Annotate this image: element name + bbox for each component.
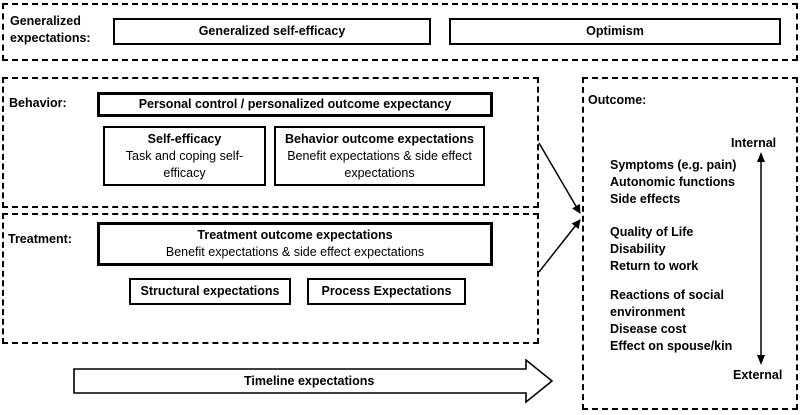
external-label: External	[733, 368, 783, 382]
outcome-item: Effect on spouse/kin	[610, 339, 733, 353]
behavior-label: Behavior:	[9, 96, 67, 110]
behavior-outcome-expectations-box: Behavior outcome expectations Benefit ex…	[274, 126, 485, 186]
outcome-item: Disease cost	[610, 322, 687, 336]
treatment-to-outcome-arrow	[538, 219, 581, 273]
outcome-item: Autonomic functions	[610, 175, 735, 189]
outcome-item: Symptoms (e.g. pain)	[610, 158, 737, 172]
treatment-outcome-subtitle: Benefit expectations & side effect expec…	[165, 245, 425, 259]
self-efficacy-subtitle: Task and coping self- efficacy	[125, 148, 244, 180]
timeline-arrow-shape	[73, 358, 554, 404]
outcome-label: Outcome:	[588, 93, 647, 107]
personal-control-text: Personal control / personalized outcome …	[138, 97, 452, 111]
axis-down-arrowhead	[757, 355, 765, 365]
timeline-expectations-label: Timeline expectations	[244, 374, 375, 388]
process-expectations-box: Process Expectations	[307, 278, 466, 305]
outcome-item: Side effects	[610, 192, 681, 206]
treatment-outcome-expectations-box: Treatment outcome expectations Benefit e…	[97, 222, 493, 266]
treatment-label: Treatment:	[8, 232, 72, 246]
outcome-item: environment	[610, 305, 686, 319]
outcome-group-symptoms: Symptoms (e.g. pain) Autonomic functions…	[610, 157, 736, 208]
outcome-item: Reactions of social	[610, 288, 724, 302]
generalized-expectations-label: Generalized expectations:	[10, 14, 91, 45]
outcome-item: Disability	[610, 242, 666, 256]
treatment-section	[2, 213, 539, 344]
optimism-box: Optimism	[449, 18, 781, 45]
optimism-text: Optimism	[586, 24, 644, 38]
personal-control-box: Personal control / personalized outcome …	[97, 92, 493, 117]
internal-label: Internal	[731, 136, 777, 150]
behavior-section	[2, 77, 539, 208]
generalized-self-efficacy-box: Generalized self-efficacy	[113, 18, 431, 45]
generalized-self-efficacy-text: Generalized self-efficacy	[198, 24, 346, 38]
self-efficacy-box: Self-efficacy Task and coping self- effi…	[103, 126, 266, 186]
behavior-outcome-title: Behavior outcome expectations	[285, 131, 474, 146]
generalized-expectations-section	[2, 3, 798, 61]
axis-up-arrowhead	[757, 152, 765, 162]
outcome-section	[582, 77, 798, 410]
outcome-item: Quality of Life	[610, 225, 694, 239]
outcome-item: Return to work	[610, 259, 699, 273]
outcome-group-social: Reactions of social environment Disease …	[610, 287, 732, 355]
structural-expectations-box: Structural expectations	[129, 278, 291, 305]
outcome-group-quality: Quality of Life Disability Return to wor…	[610, 224, 698, 275]
process-expectations-text: Process Expectations	[321, 284, 452, 298]
self-efficacy-title: Self-efficacy	[147, 131, 222, 146]
treatment-outcome-title: Treatment outcome expectations	[197, 228, 393, 242]
behavior-outcome-subtitle: Benefit expectations & side effect expec…	[287, 148, 472, 180]
behavior-to-outcome-arrow	[538, 142, 581, 214]
structural-expectations-text: Structural expectations	[140, 284, 280, 298]
